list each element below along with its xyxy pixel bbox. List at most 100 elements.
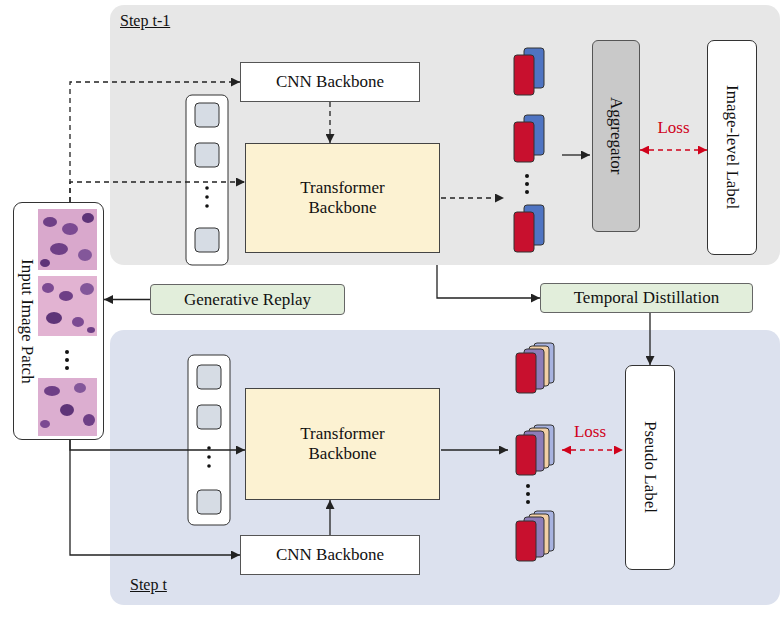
cell-nucleus bbox=[62, 223, 78, 235]
cell-nucleus bbox=[42, 283, 54, 293]
connector-arrow bbox=[437, 265, 540, 298]
connector-arrow bbox=[329, 102, 330, 143]
token-container bbox=[186, 95, 228, 265]
cell-nucleus bbox=[50, 243, 68, 255]
feature-map bbox=[524, 48, 544, 88]
feature-stack bbox=[514, 115, 544, 162]
token bbox=[195, 228, 219, 252]
dot bbox=[205, 195, 209, 199]
label-box: Image-level Label bbox=[707, 40, 757, 255]
token bbox=[197, 405, 221, 429]
connector-group bbox=[70, 82, 707, 555]
transformer-box: Transformer Backbone bbox=[245, 143, 440, 253]
flow-arrow bbox=[441, 449, 508, 450]
feature-map bbox=[524, 349, 544, 389]
module-box: Temporal Distillation bbox=[540, 283, 753, 313]
panel-title: Step t bbox=[130, 576, 167, 594]
label-box: Pseudo Label bbox=[625, 365, 675, 570]
feature-map bbox=[534, 511, 554, 551]
connector-arrow bbox=[329, 500, 330, 535]
feature-stack bbox=[514, 205, 544, 252]
ellipsis-dots bbox=[65, 350, 69, 370]
feature-map bbox=[524, 115, 544, 155]
input-patch-box: Input Image Patch bbox=[13, 202, 104, 440]
connector-arrow bbox=[70, 440, 245, 450]
dot bbox=[207, 464, 211, 468]
feature-map bbox=[529, 428, 549, 468]
node-label: Transformer Backbone bbox=[283, 178, 403, 217]
token-column bbox=[188, 355, 230, 525]
dot bbox=[526, 500, 530, 504]
cnn-backbone-box: CNN Backbone bbox=[240, 62, 420, 102]
feature-map bbox=[514, 55, 534, 95]
patch-background bbox=[38, 276, 97, 336]
cell-nucleus bbox=[82, 213, 94, 223]
node-label: CNN Backbone bbox=[276, 545, 384, 565]
cell-nucleus bbox=[80, 283, 94, 295]
node-label: Input Image Patch bbox=[17, 259, 37, 384]
cell-nucleus bbox=[87, 327, 95, 333]
node-label: Transformer Backbone bbox=[283, 424, 403, 463]
token bbox=[195, 103, 219, 127]
node-label: Pseudo Label bbox=[640, 421, 660, 513]
step-panel: Step t Transformer BackboneCNN Backbone Ps… bbox=[110, 330, 780, 605]
cell-nucleus bbox=[40, 259, 50, 267]
feature-map bbox=[529, 514, 549, 554]
connector-arrow bbox=[649, 313, 650, 365]
token-column bbox=[186, 95, 228, 265]
connector-arrow bbox=[70, 440, 240, 555]
node-label: Image-level Label bbox=[722, 85, 742, 209]
feature-map bbox=[524, 205, 544, 245]
connector-arrow bbox=[70, 182, 245, 202]
feature-map bbox=[524, 517, 544, 557]
token bbox=[197, 365, 221, 389]
feature-map bbox=[514, 212, 534, 252]
cell-nucleus bbox=[74, 383, 86, 393]
dot bbox=[205, 186, 209, 190]
token-container bbox=[188, 355, 230, 525]
panel-title: Step t-1 bbox=[120, 12, 170, 30]
ellipsis-dots bbox=[526, 484, 530, 504]
dot bbox=[525, 182, 529, 186]
feature-stack bbox=[514, 48, 544, 95]
feature-map bbox=[516, 521, 536, 561]
patch-background bbox=[38, 209, 97, 270]
cell-nucleus bbox=[78, 249, 92, 261]
node-label: Generative Replay bbox=[184, 290, 311, 310]
patch-background bbox=[38, 378, 97, 436]
feature-map bbox=[516, 353, 536, 393]
transformer-box: Transformer Backbone bbox=[245, 388, 440, 500]
flow-arrow bbox=[562, 154, 590, 155]
dot bbox=[65, 358, 69, 362]
step-panel: Step t-1CNN BackboneTransformer Backbone… bbox=[110, 5, 780, 265]
token bbox=[197, 490, 221, 514]
feature-map bbox=[534, 425, 554, 465]
cell-nucleus bbox=[60, 404, 74, 416]
dot bbox=[65, 350, 69, 354]
tissue-patch bbox=[38, 378, 97, 436]
cell-nucleus bbox=[43, 217, 57, 227]
feature-stack bbox=[516, 425, 554, 475]
module-box: Generative Replay bbox=[150, 284, 345, 315]
node-label: Aggregator bbox=[606, 97, 626, 174]
dot bbox=[205, 204, 209, 208]
dot bbox=[207, 455, 211, 459]
connector-arrow bbox=[70, 82, 240, 202]
cell-nucleus bbox=[72, 317, 84, 327]
cell-nucleus bbox=[44, 386, 60, 396]
connector-arrow bbox=[104, 299, 150, 300]
node-label: Temporal Distillation bbox=[574, 288, 720, 308]
flow-arrow bbox=[441, 197, 504, 198]
dot bbox=[65, 366, 69, 370]
node-label: CNN Backbone bbox=[276, 72, 384, 92]
tissue-patch bbox=[38, 209, 97, 270]
cell-nucleus bbox=[40, 420, 50, 428]
feature-stack bbox=[516, 511, 554, 561]
feature-map bbox=[516, 435, 536, 475]
cnn-backbone-box: CNN Backbone bbox=[240, 535, 420, 575]
feature-stack bbox=[516, 343, 554, 393]
cell-nucleus bbox=[59, 291, 73, 301]
loss-arrow bbox=[562, 449, 623, 450]
